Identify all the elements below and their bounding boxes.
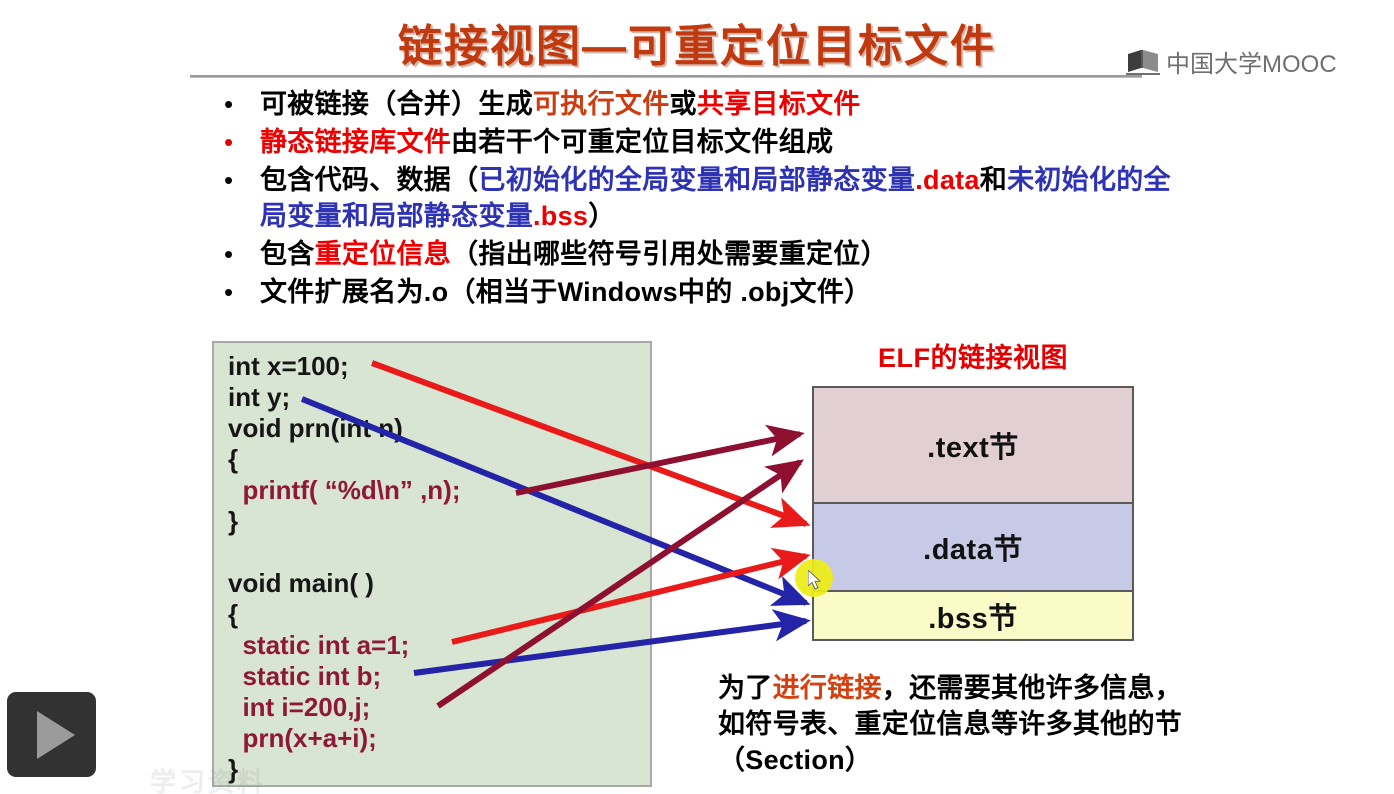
code-line: static int a=1; bbox=[228, 630, 410, 660]
open-book-icon bbox=[1126, 48, 1160, 76]
bullet-segment: 文件扩展名为.o（相当于Windows中的 .obj文件） bbox=[260, 277, 872, 307]
brand-name: 中国大学MOOC bbox=[1166, 51, 1337, 78]
bullet-segment: （指出哪些符号引用处需要重定位） bbox=[451, 239, 888, 269]
bullet-marker: • bbox=[224, 89, 234, 119]
bullet-item: • 静态链接库文件由若干个可重定位目标文件组成 bbox=[216, 124, 1176, 160]
title-divider bbox=[190, 75, 1142, 78]
code-line bbox=[228, 537, 650, 568]
page-title: 链接视图—可重定位目标文件 bbox=[398, 22, 996, 71]
bullet-text: 可被链接（合并）生成可执行文件或共享目标文件 bbox=[260, 86, 1176, 122]
bullet-segment: 重定位信息 bbox=[314, 239, 452, 269]
code-line: { bbox=[228, 599, 239, 629]
section-band-bss: .bss节 bbox=[814, 592, 1132, 639]
bullet-segment: 未初始化的全局变量和局部静态变量 bbox=[260, 165, 1171, 231]
bullet-marker: • bbox=[224, 277, 234, 307]
watermark: 学习资料 bbox=[150, 767, 267, 794]
code-line: static int b; bbox=[228, 661, 382, 691]
code-line: int x=100; bbox=[228, 351, 349, 381]
bullet-segment: 共享目标文件 bbox=[696, 89, 861, 119]
mooc-logo: 中国大学MOOC bbox=[1126, 44, 1337, 79]
code-line: { bbox=[228, 444, 239, 474]
elf-diagram-heading: ELF的链接视图 bbox=[878, 343, 1068, 373]
bullet-item: • 文件扩展名为.o（相当于Windows中的 .obj文件） bbox=[216, 274, 1176, 310]
mouse-cursor-icon bbox=[807, 568, 824, 592]
bullet-marker: • bbox=[224, 127, 234, 157]
bullet-segment: ） bbox=[588, 201, 616, 231]
bullet-segment: 包含 bbox=[260, 239, 315, 269]
bullet-text: 文件扩展名为.o（相当于Windows中的 .obj文件） bbox=[260, 274, 1176, 310]
bullet-item: • 可被链接（合并）生成可执行文件或共享目标文件 bbox=[216, 86, 1176, 122]
section-band-data: .data节 bbox=[814, 504, 1132, 592]
bullet-item: • 包含代码、数据（已初始化的全局变量和局部静态变量.data和未初始化的全局变量… bbox=[216, 162, 1176, 234]
bullet-segment: 或 bbox=[669, 89, 697, 119]
note-segment: ，还需要其他许多信息，如符号表、重定位信息等许多其他的节（Section） bbox=[718, 673, 1183, 775]
code-line: prn(x+a+i); bbox=[228, 723, 377, 753]
bullet-text: 包含重定位信息（指出哪些符号引用处需要重定位） bbox=[260, 236, 1176, 272]
code-line: void prn(int n) bbox=[228, 413, 403, 443]
bullet-segment: .data bbox=[915, 165, 980, 195]
code-line: int y; bbox=[228, 382, 291, 412]
note-segment: 进行链接 bbox=[772, 673, 882, 703]
bullet-segment: 已初始化的全局变量和局部静态变量 bbox=[478, 165, 916, 195]
code-line: } bbox=[228, 754, 239, 784]
bullet-item: • 包含重定位信息（指出哪些符号引用处需要重定位） bbox=[216, 236, 1176, 272]
code-line: } bbox=[228, 506, 239, 536]
bullet-text: 包含代码、数据（已初始化的全局变量和局部静态变量.data和未初始化的全局变量和… bbox=[260, 162, 1176, 234]
elf-sections-diagram: .text节 .data节 .bss节 bbox=[812, 386, 1134, 641]
code-line: void main( ) bbox=[228, 568, 374, 598]
bullet-text: 静态链接库文件由若干个可重定位目标文件组成 bbox=[260, 124, 1176, 160]
play-button[interactable] bbox=[7, 692, 96, 777]
bullet-list: • 可被链接（合并）生成可执行文件或共享目标文件 • 静态链接库文件由若干个可重定位目… bbox=[216, 86, 1176, 312]
code-line: int i=200,j; bbox=[228, 692, 371, 722]
bullet-segment: 可被链接（合并）生成 bbox=[260, 89, 533, 119]
bullet-segment: 包含代码、数据（ bbox=[260, 165, 479, 195]
bullet-segment: 可执行文件 bbox=[533, 89, 670, 119]
source-code-box: int x=100;int y;void prn(int n){ printf(… bbox=[212, 341, 652, 787]
note-segment: 为了 bbox=[718, 673, 773, 703]
play-triangle-icon bbox=[36, 710, 75, 759]
code-line: printf( “%d\n” ,n); bbox=[228, 475, 461, 505]
bullet-segment: 静态链接库文件 bbox=[260, 127, 452, 157]
bullet-segment: .bss bbox=[533, 201, 589, 231]
section-band-text: .text节 bbox=[814, 388, 1132, 504]
linking-note: 为了进行链接，还需要其他许多信息，如符号表、重定位信息等许多其他的节（Secti… bbox=[718, 670, 1188, 778]
bullet-segment: 由若干个可重定位目标文件组成 bbox=[451, 127, 834, 157]
bullet-marker: • bbox=[224, 165, 234, 195]
bullet-segment: 和 bbox=[979, 165, 1008, 195]
bullet-marker: • bbox=[224, 239, 234, 269]
